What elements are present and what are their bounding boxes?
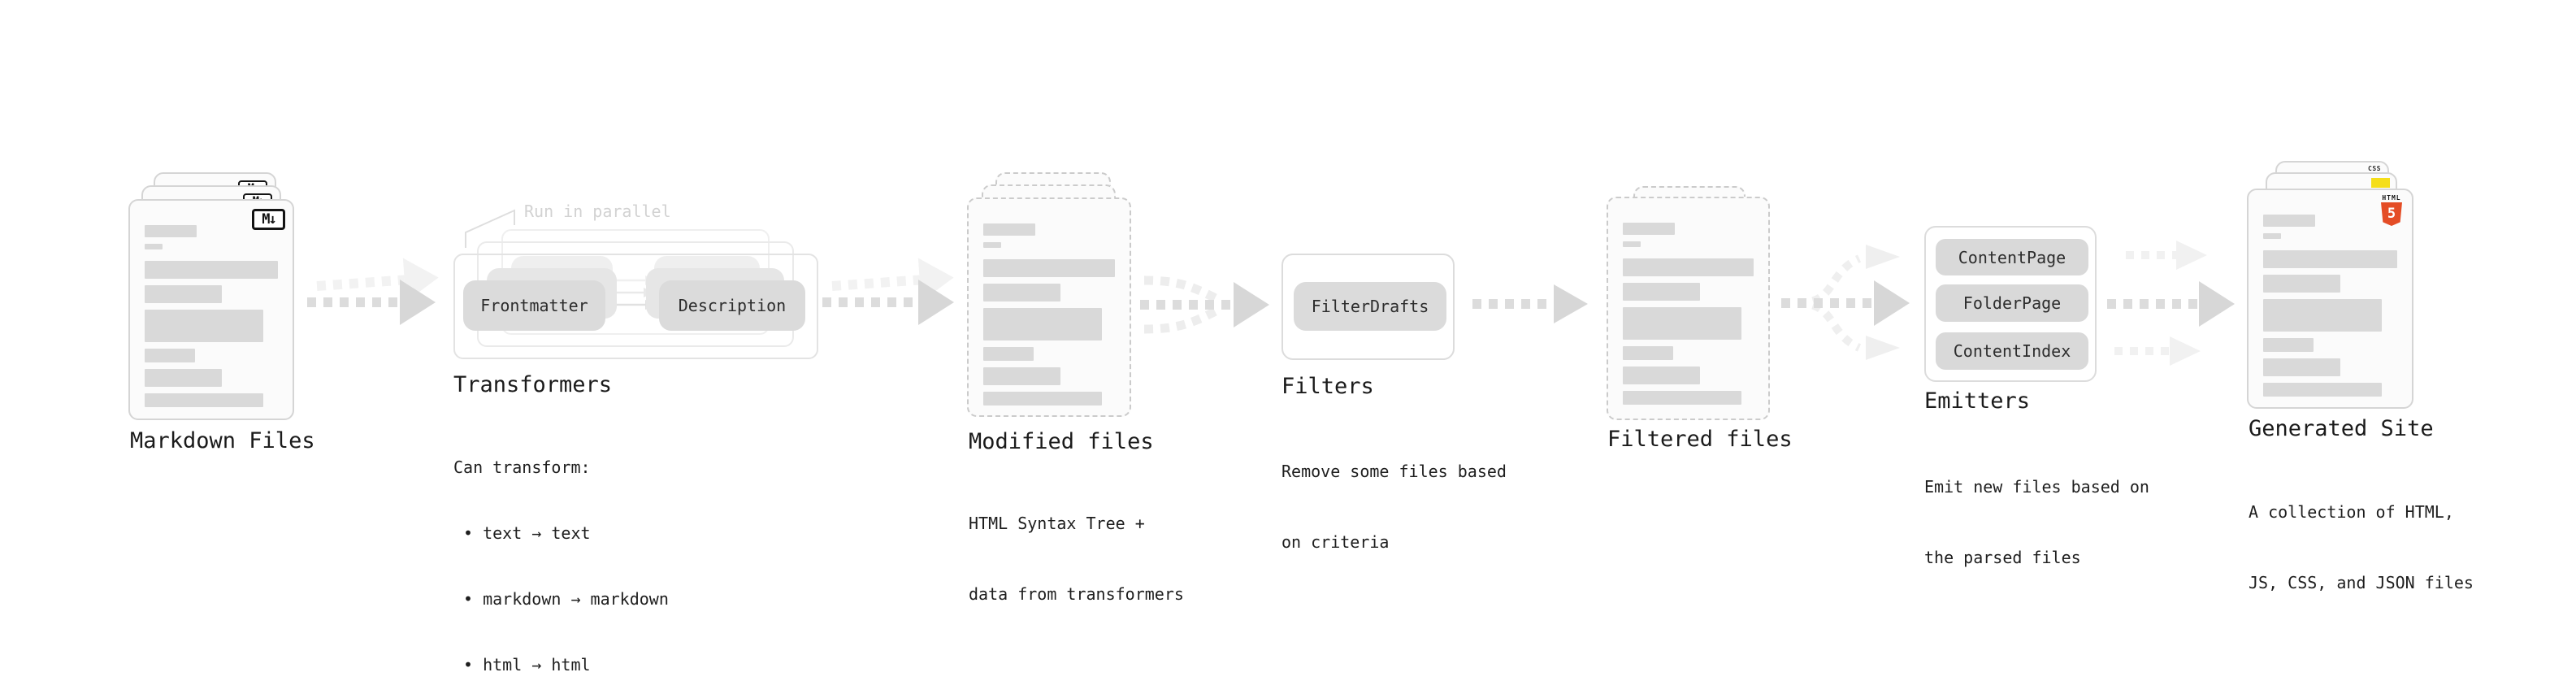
dashed-arrow-emitter-bottom-icon [2114, 336, 2201, 366]
pill-contentpage: ContentPage [1936, 239, 2088, 275]
generated-site-card: HTML 5 [2247, 189, 2413, 409]
filters-container: FilterDrafts [1281, 254, 1455, 360]
filtered-file-card [1607, 197, 1770, 420]
pill-folderpage: FolderPage [1936, 284, 2088, 322]
dashed-arrow-transformers-to-modified-icon [822, 280, 954, 325]
dashed-arrow-filtered-to-emitters-icon [1781, 280, 1910, 326]
doc-placeholder-bars [2263, 215, 2397, 397]
stage-label-modified-files: Modified files [969, 429, 1154, 454]
pill-frontmatter: Frontmatter [463, 280, 605, 331]
merge-curves-icon [1143, 275, 1223, 334]
stage-label-filtered-files: Filtered files [1607, 427, 1793, 452]
dashed-arrow-markdown-to-transformers-icon [307, 280, 436, 325]
markdown-icon: M↓ [252, 209, 285, 230]
stage-desc-emitters: Emit new files based on the parsed files [1924, 477, 2149, 567]
stage-desc-filters: Remove some files based on criteria [1281, 462, 1507, 552]
markdown-file-card: M↓ [128, 199, 294, 420]
modified-file-card [967, 197, 1131, 417]
stage-desc-modified-files: HTML Syntax Tree + data from transformer… [969, 514, 1184, 604]
pill-contentindex: ContentIndex [1936, 332, 2088, 370]
dashed-arrow-modified-to-filters-icon [1140, 282, 1269, 327]
run-in-parallel-label: Run in parallel [524, 202, 671, 221]
js-icon [2371, 178, 2390, 188]
stage-label-transformers: Transformers [453, 372, 613, 397]
dashed-arrow-filters-to-filtered-icon [1472, 284, 1588, 323]
pill-description: Description [659, 280, 805, 331]
dashed-arrow-emitter-top-icon [2126, 241, 2207, 270]
pill-filterdrafts: FilterDrafts [1294, 282, 1446, 331]
run-in-parallel-leader-line [465, 209, 515, 248]
stage-label-markdown-files: Markdown Files [130, 428, 315, 453]
stage-desc-generated-site: A collection of HTML, JS, CSS, and JSON … [2249, 502, 2474, 592]
stage-label-filters: Filters [1281, 374, 1374, 399]
stage-desc-transformers: Can transform: • text → text • markdown … [453, 458, 669, 674]
branch-curve-bottom-icon [1797, 299, 1900, 360]
stage-label-emitters: Emitters [1924, 388, 2031, 414]
transformer-row-front: Frontmatter Description [453, 254, 818, 359]
branch-curve-top-icon [1797, 245, 1900, 307]
emitters-container: ContentPage FolderPage ContentIndex [1924, 226, 2097, 382]
doc-placeholder-bars [1623, 223, 1754, 405]
html5-icon: HTML 5 [2381, 194, 2402, 226]
dashed-arrow-emitters-to-generated-icon [2107, 281, 2235, 327]
doc-placeholder-bars [145, 225, 278, 407]
doc-placeholder-bars [983, 223, 1115, 406]
stage-label-generated-site: Generated Site [2249, 416, 2434, 441]
